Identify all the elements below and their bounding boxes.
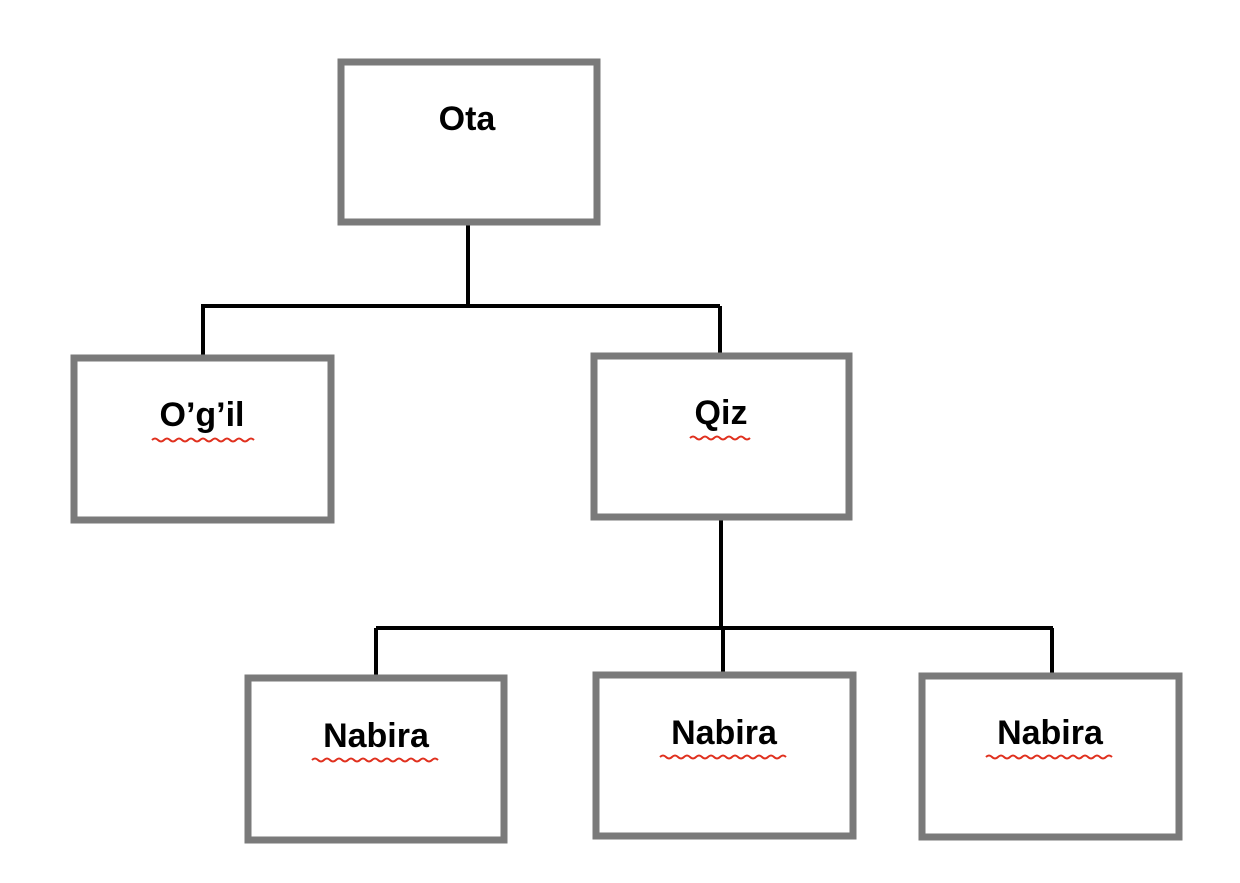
node-grandchild-1-label: Nabira: [323, 717, 430, 755]
node-root-label: Ota: [439, 100, 497, 138]
node-son-box: [70, 354, 335, 524]
spellcheck-underline: [689, 435, 751, 441]
node-grandchild-3: Nabira: [918, 672, 1183, 841]
node-son-label: O’g’il: [160, 396, 245, 434]
spellcheck-underline: [151, 437, 255, 443]
connectors: [201, 222, 1054, 678]
node-grandchild-2-label: Nabira: [671, 714, 778, 752]
node-daughter-box: [590, 352, 853, 521]
spellcheck-underline: [311, 757, 439, 763]
node-grandchild-1: Nabira: [244, 674, 508, 844]
node-grandchild-2: Nabira: [592, 671, 857, 840]
node-daughter: Qiz: [590, 352, 853, 521]
node-root: Ota: [337, 58, 601, 226]
node-grandchild-3-label: Nabira: [997, 714, 1104, 752]
spellcheck-underline: [659, 754, 787, 760]
node-root-box: [337, 58, 601, 226]
node-grandchild-2-box: [592, 671, 857, 840]
node-son: O’g’il: [70, 354, 335, 524]
node-daughter-label: Qiz: [695, 394, 748, 432]
spellcheck-underline: [985, 754, 1113, 760]
